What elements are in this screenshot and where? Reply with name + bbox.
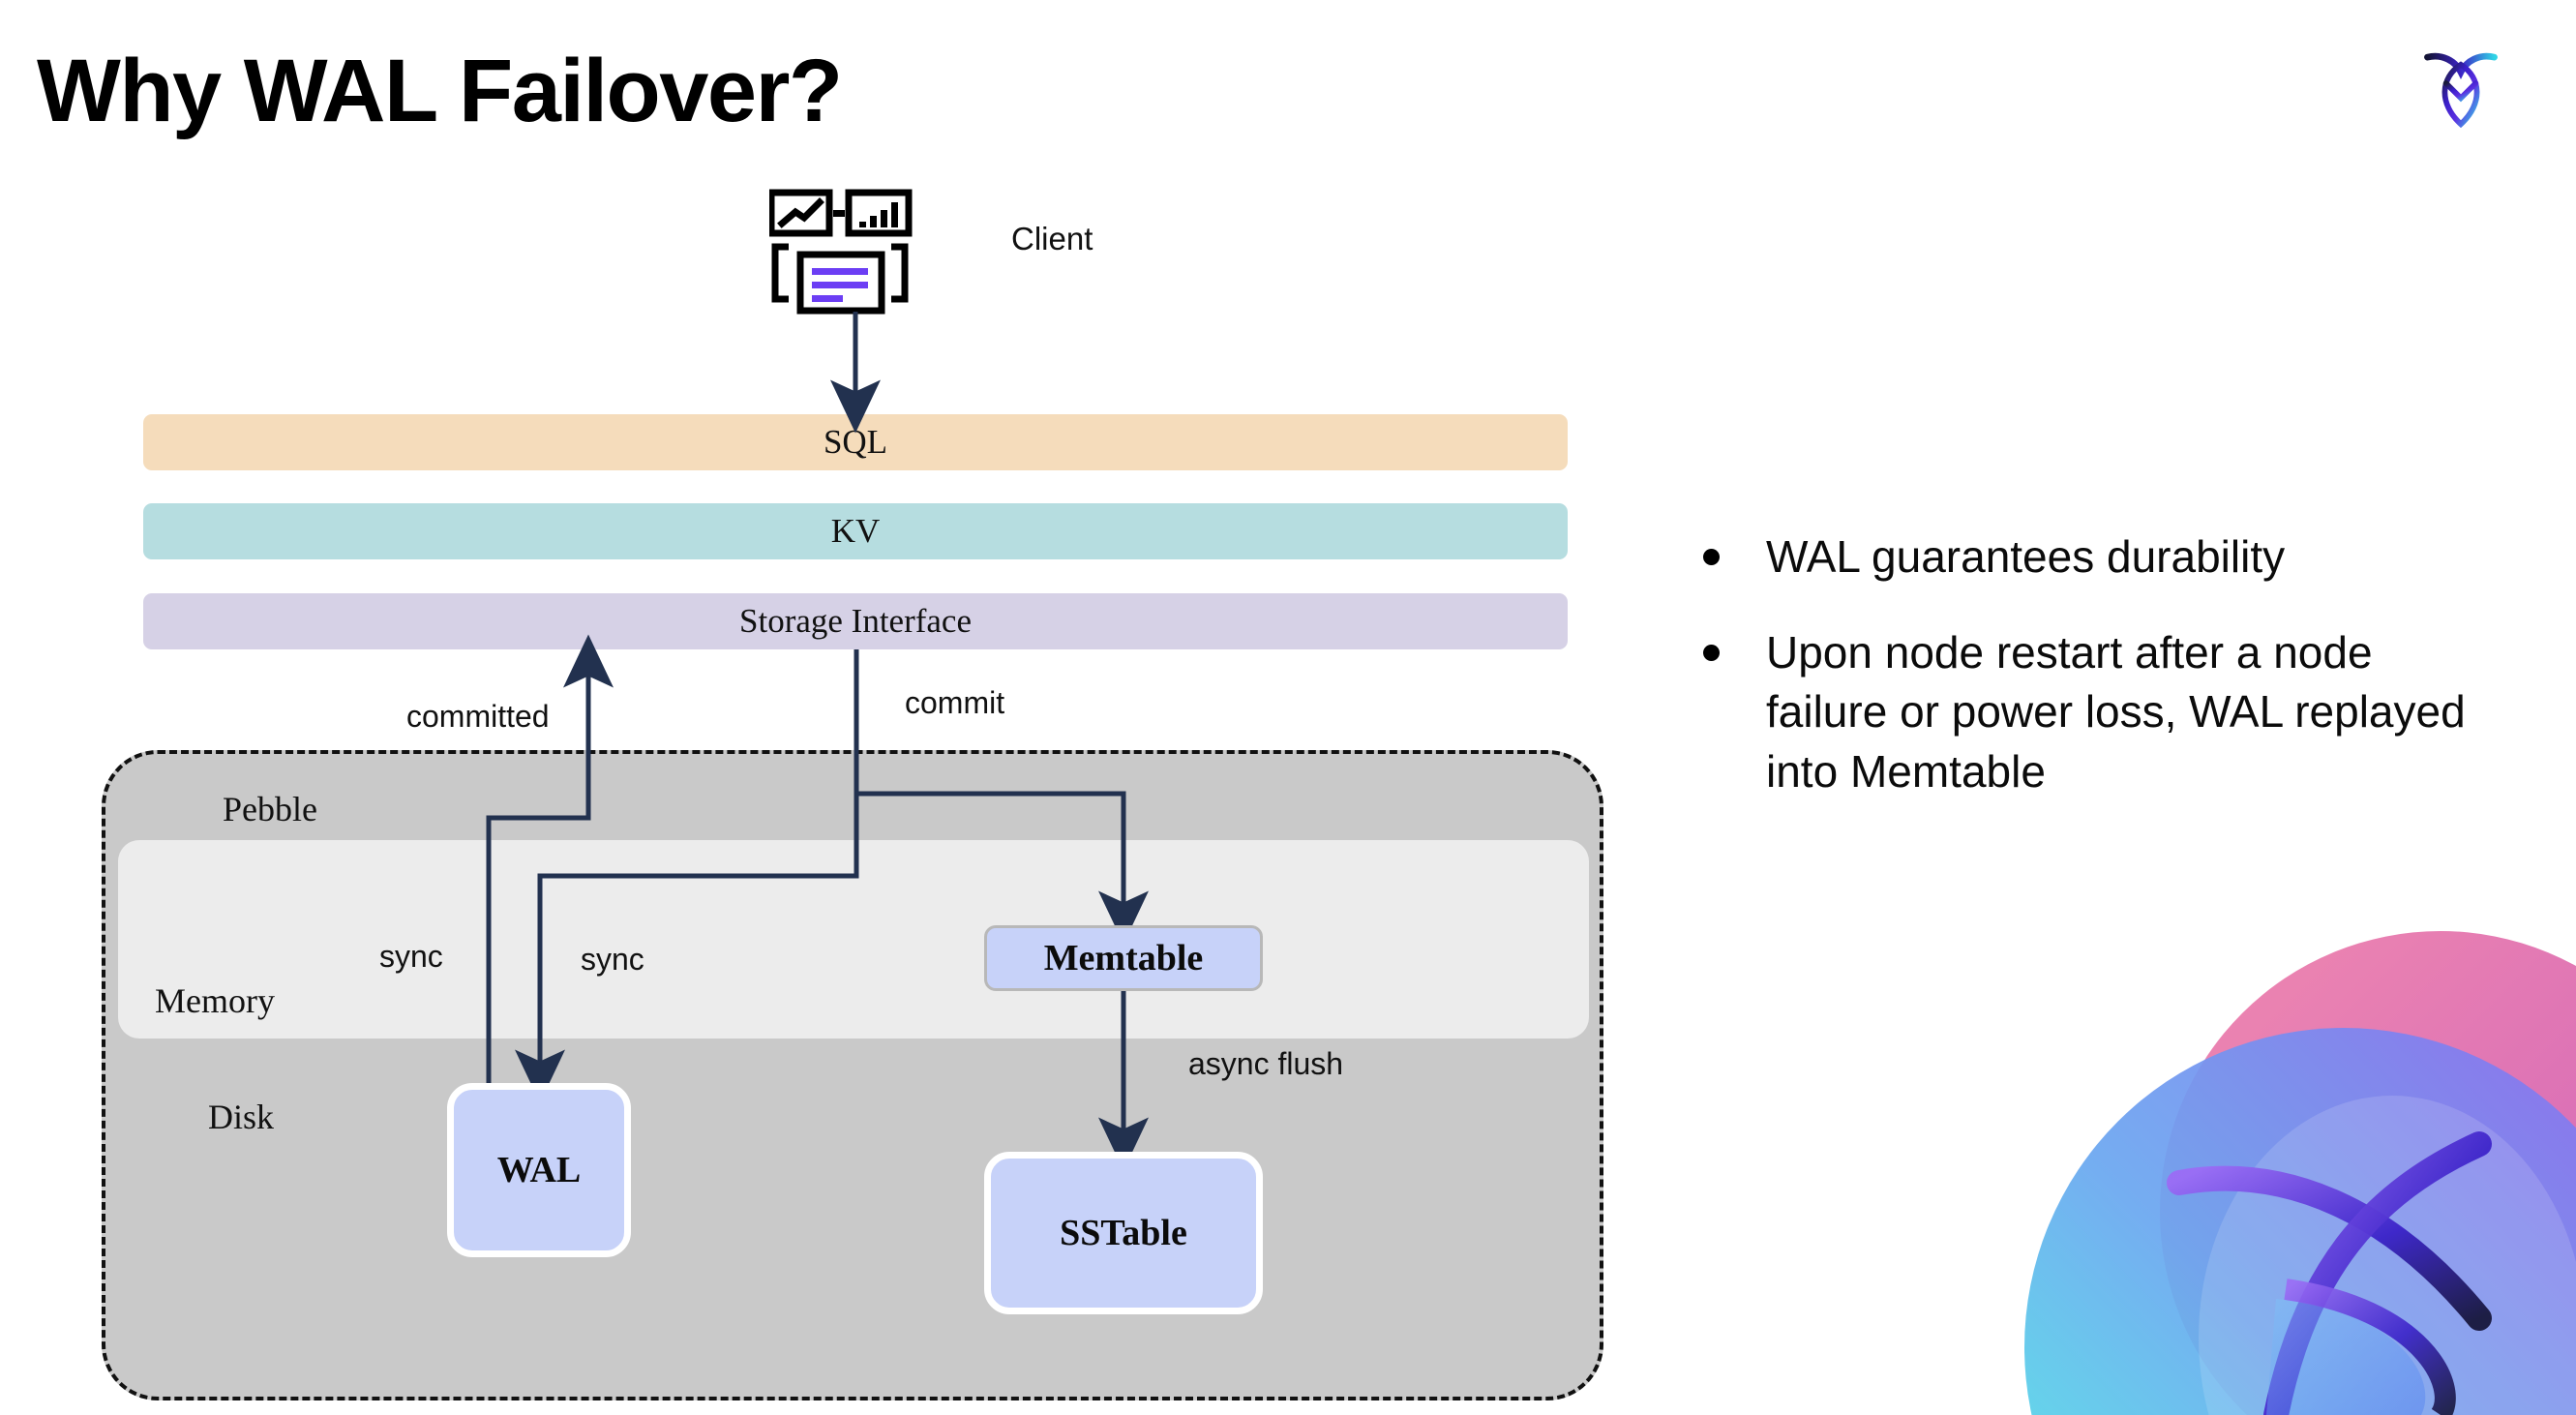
stack-layer-kv-label: KV xyxy=(830,512,881,550)
client-dashboard-icon xyxy=(767,189,924,315)
bullet-text: Upon node restart after a node failure o… xyxy=(1766,627,2466,797)
node-memtable: Memtable xyxy=(984,925,1263,991)
bullet-list: WAL guarantees durability Upon node rest… xyxy=(1703,527,2497,838)
memory-region xyxy=(118,840,1589,1039)
list-item: WAL guarantees durability xyxy=(1703,527,2497,587)
edge-label-async-flush: async flush xyxy=(1188,1046,1344,1081)
edge-label-committed: committed xyxy=(406,699,550,734)
stack-layer-storage-interface-label: Storage Interface xyxy=(739,602,972,640)
cockroachdb-decorative-art xyxy=(1937,921,2576,1415)
stack-layer-sql-label: SQL xyxy=(823,423,888,461)
bullet-dot-icon xyxy=(1703,645,1720,662)
list-item: Upon node restart after a node failure o… xyxy=(1703,623,2497,801)
node-memtable-label: Memtable xyxy=(1043,938,1204,978)
node-wal: WAL xyxy=(447,1083,631,1257)
edge-label-sync-right: sync xyxy=(581,942,644,977)
node-sstable: SSTable xyxy=(984,1152,1263,1314)
stack-layer-storage-interface: Storage Interface xyxy=(143,593,1568,649)
pebble-label: Pebble xyxy=(223,790,317,828)
edge-label-sync-left: sync xyxy=(379,939,443,974)
node-sstable-label: SSTable xyxy=(1060,1213,1187,1253)
node-wal-label: WAL xyxy=(496,1150,582,1190)
bullet-dot-icon xyxy=(1703,549,1720,565)
edge-label-commit: commit xyxy=(905,685,1005,720)
stack-layer-sql: SQL xyxy=(143,414,1568,470)
stack-layer-kv: KV xyxy=(143,503,1568,559)
page-title: Why WAL Failover? xyxy=(37,42,843,140)
disk-label: Disk xyxy=(208,1098,275,1136)
cockroachdb-logo xyxy=(2414,37,2507,130)
bullet-text: WAL guarantees durability xyxy=(1766,531,2286,582)
client-label: Client xyxy=(1011,221,1093,256)
memory-label: Memory xyxy=(155,981,275,1020)
